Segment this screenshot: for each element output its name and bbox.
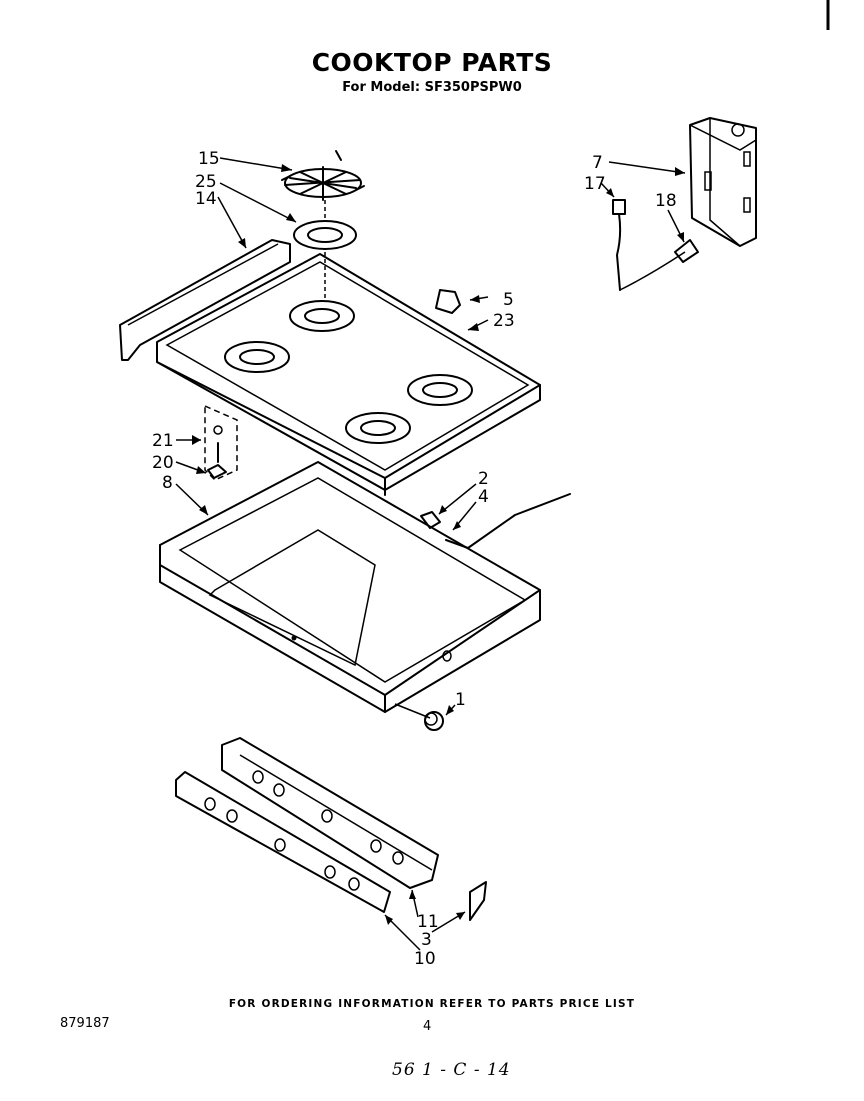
handwritten-note: 56 1 - C - 14: [392, 1060, 511, 1080]
burner-ring-part-25: [293, 200, 357, 300]
plug-part-18: [674, 239, 699, 263]
callout-25: 25: [195, 172, 217, 192]
document-number: 879187: [60, 1016, 110, 1031]
callout-14: 14: [195, 189, 217, 209]
side-trim-part-14: [119, 239, 291, 361]
callout-23: 23: [493, 311, 515, 331]
callout-4: 4: [478, 487, 489, 507]
callout-18: 18: [655, 191, 677, 211]
switch-part-17: [612, 199, 686, 291]
orifice-part-2: [420, 511, 441, 529]
burner-grate-part-15: [281, 150, 365, 201]
knob-part-1: [424, 711, 444, 731]
callout-20: 20: [152, 453, 174, 473]
callout-1: 1: [455, 690, 466, 710]
manifold-panel-part-11: [221, 737, 439, 889]
callout-7: 7: [592, 153, 603, 173]
page-number: 4: [423, 1019, 432, 1034]
callout-11: 11: [417, 912, 439, 932]
callout-10: 10: [414, 949, 436, 969]
callout-15: 15: [198, 149, 220, 169]
leader-arrowheads: [192, 164, 685, 925]
model-subtitle: For Model: SF350PSPW0: [342, 80, 522, 95]
page-title: COOKTOP PARTS: [311, 48, 553, 77]
ordering-note: FOR ORDERING INFORMATION REFER TO PARTS …: [228, 998, 636, 1010]
leader-lines: [175, 157, 686, 951]
cooktop-part-23: [156, 253, 541, 496]
burner-box-part-8: [159, 461, 541, 713]
callout-5: 5: [503, 290, 514, 310]
callout-21: 21: [152, 431, 174, 451]
junction-box-part-7: [689, 117, 757, 247]
callout-17: 17: [584, 174, 606, 194]
clip-part-5: [435, 289, 461, 314]
hardware-group-parts-20-21: [204, 404, 238, 481]
callout-labels: 15 25 14 7 17 18 5 23 21 20 8 2 4 1 11 3…: [152, 149, 677, 969]
callout-8: 8: [162, 473, 173, 493]
bracket-part-3: [469, 881, 487, 921]
gas-tube-part-4: [445, 493, 571, 549]
callout-2: 2: [478, 469, 489, 489]
callout-3: 3: [421, 930, 432, 950]
control-panel-part-10: [175, 771, 391, 913]
